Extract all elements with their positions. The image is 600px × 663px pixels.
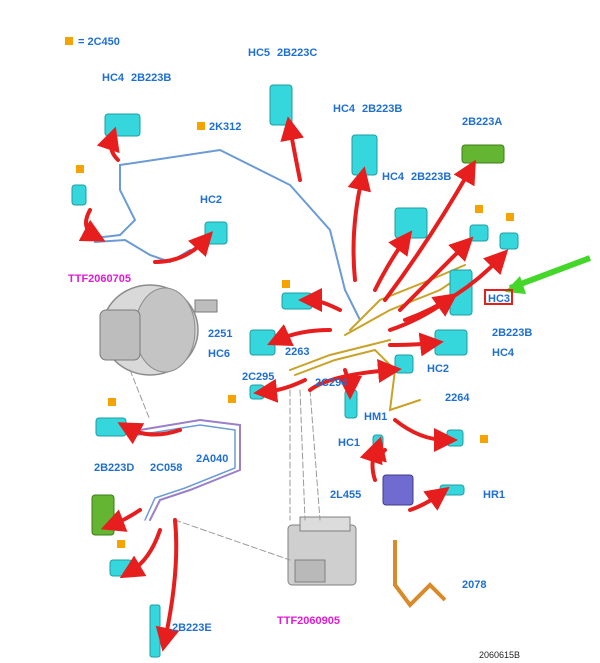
clip-hc6	[249, 329, 276, 356]
label-hc5: HC5	[248, 47, 270, 59]
grommet-2c450-g	[95, 417, 127, 437]
clip-hc4-top-left	[104, 113, 141, 137]
sensor-2b223e	[149, 604, 161, 658]
label-hr1: HR1	[483, 489, 505, 501]
clip-hc2-mid	[394, 354, 414, 374]
label-ttf-top: TTF2060705	[68, 273, 131, 285]
c450-markers	[76, 122, 514, 548]
label-2c294: 2C294	[315, 377, 348, 389]
clip-hc4-lower	[434, 329, 468, 356]
grommet-2c450-h	[109, 559, 133, 577]
label-2c295: 2C295	[242, 371, 274, 383]
label-2b223b-c: 2B223B	[411, 171, 451, 183]
label-2b223b-b: 2B223B	[362, 103, 402, 115]
label-reference-number: 2060615B	[479, 650, 520, 660]
harness-2b223a	[461, 144, 505, 164]
legend-marker	[65, 37, 73, 45]
label-2b223e: 2B223E	[172, 622, 212, 634]
label-hc4-d: HC4	[492, 347, 515, 359]
grommet-2c450-c	[71, 184, 87, 206]
label-2b223c: 2B223C	[277, 47, 317, 59]
label-hc1: HC1	[338, 437, 360, 449]
clip-hc5	[269, 84, 293, 126]
grommet-2c450-e	[249, 384, 265, 400]
label-hc2-b: HC2	[427, 363, 449, 375]
clip-hr1	[439, 484, 465, 496]
clip-hc4-right	[394, 207, 428, 239]
label-2264: 2264	[445, 392, 470, 404]
label-2k312: 2K312	[209, 121, 241, 133]
labels: HC4 2B223B HC5 2B223C HC4 2B223B 2B223A …	[68, 47, 532, 660]
harness-2b223d	[91, 494, 115, 536]
clip-hm1	[372, 434, 384, 448]
label-2b223a: 2B223A	[462, 116, 502, 128]
label-hc6: HC6	[208, 348, 230, 360]
grommet-2c450-b	[499, 232, 519, 250]
brake-lines	[94, 148, 471, 561]
clip-hc4-mid	[351, 134, 378, 176]
label-2263: 2263	[285, 346, 309, 358]
wiring-2078	[393, 540, 447, 609]
label-2c058: 2C058	[150, 462, 182, 474]
label-2b223b-d: 2B223B	[492, 327, 532, 339]
label-hc4-b: HC4	[333, 103, 356, 115]
label-hc4-a: HC4	[102, 72, 125, 84]
brake-booster	[99, 284, 218, 376]
label-hc3: HC3	[488, 293, 510, 305]
hc3-highlight-box	[484, 289, 513, 305]
label-2a040: 2A040	[196, 453, 228, 465]
label-hc4-c: HC4	[382, 171, 405, 183]
label-2b223b-a: 2B223B	[131, 72, 171, 84]
label-hc2-a: HC2	[200, 194, 222, 206]
label-2078: 2078	[462, 579, 486, 591]
grommet-2c450-f	[446, 429, 464, 447]
label-2b223d: 2B223D	[94, 462, 134, 474]
highlight-arrow	[508, 255, 592, 291]
label-2251: 2251	[208, 328, 232, 340]
label-hm1: HM1	[364, 411, 387, 423]
legend: = 2C450	[65, 36, 120, 48]
highlight-arrow-head	[505, 276, 526, 294]
legend-text: = 2C450	[78, 36, 120, 48]
grommet-2c450-d	[281, 292, 313, 310]
label-ttf-bottom: TTF2060905	[277, 615, 340, 627]
bracket-2l455	[382, 474, 414, 506]
clip-hc1	[344, 389, 358, 419]
clip-hc2-top	[204, 221, 228, 245]
red-arrows	[78, 116, 509, 652]
abs-module	[287, 516, 357, 586]
grommet-2c450-a	[469, 224, 489, 242]
label-2l455: 2L455	[330, 489, 361, 501]
